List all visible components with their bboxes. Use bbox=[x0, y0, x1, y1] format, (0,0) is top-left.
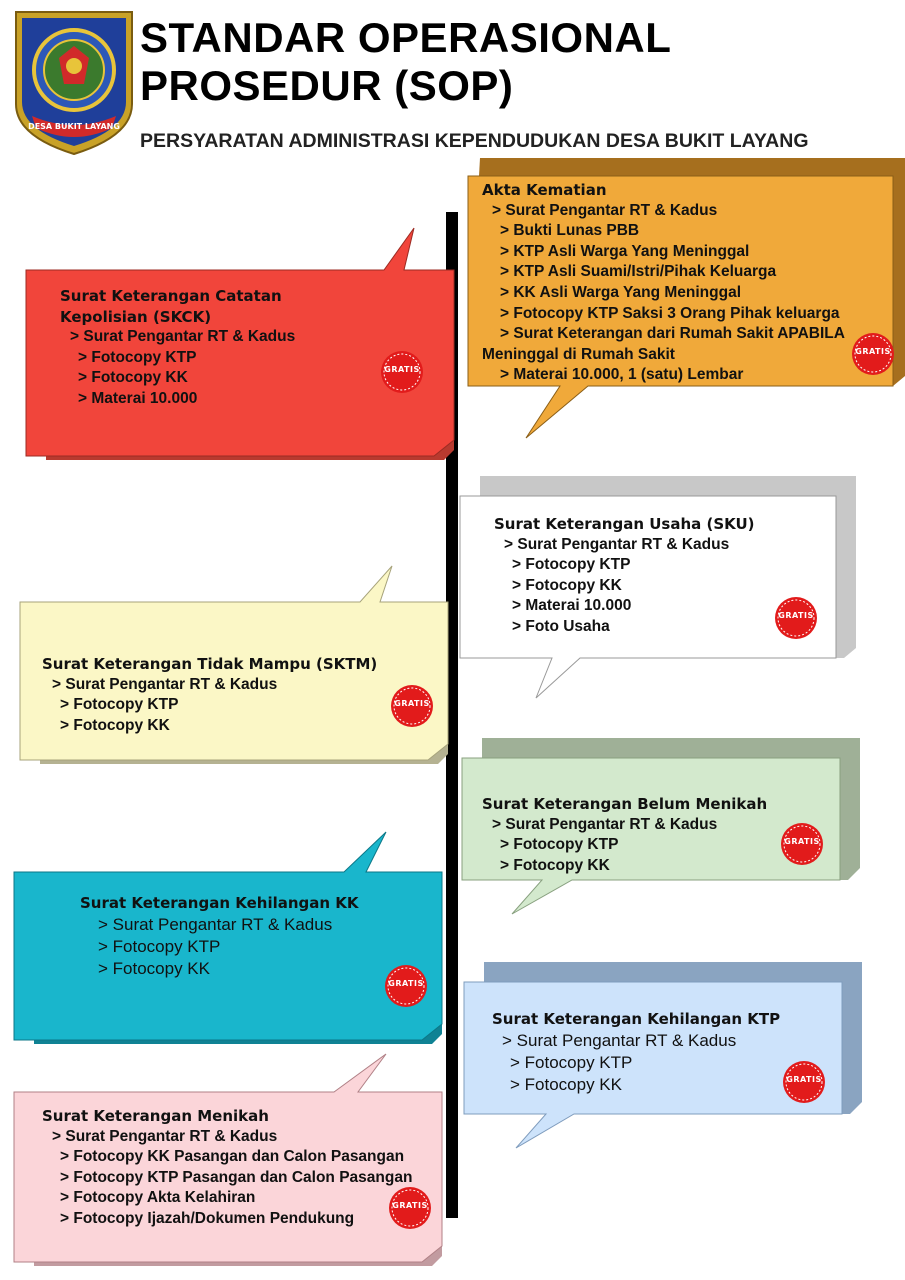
timeline-line bbox=[446, 212, 458, 1218]
list-item: > Fotocopy KTP Pasangan dan Calon Pasang… bbox=[60, 1168, 413, 1186]
page-title-line2: PROSEDUR (SOP) bbox=[140, 62, 514, 109]
callout-shape bbox=[19, 565, 449, 764]
list-item: > Fotocopy KK bbox=[512, 576, 622, 594]
list-item: > Surat Pengantar RT & Kadus bbox=[492, 201, 718, 219]
gratis-badge: GRATIS bbox=[388, 1186, 432, 1230]
list-item: > Fotocopy KK bbox=[60, 716, 170, 734]
card-akta-kematian: Akta Kematian > Surat Pengantar RT & Kad… bbox=[467, 158, 905, 443]
callout-shape bbox=[459, 476, 856, 699]
card-kehilangan-kk: Surat Keterangan Kehilangan KK > Surat P… bbox=[13, 831, 443, 1044]
list-item: > Fotocopy KTP bbox=[500, 836, 619, 854]
card-title: Surat Keterangan Kehilangan KTP bbox=[492, 1010, 781, 1028]
list-item: > Fotocopy KK Pasangan dan Calon Pasanga… bbox=[60, 1148, 405, 1166]
list-item: > Fotocopy KTP bbox=[78, 348, 197, 366]
card-belum-menikah: Surat Keterangan Belum Menikah > Surat P… bbox=[461, 738, 860, 915]
badge-shape bbox=[391, 685, 433, 727]
list-item: > Materai 10.000 bbox=[78, 389, 198, 407]
gratis-badge: GRATIS bbox=[390, 684, 434, 728]
badge-label: GRATIS bbox=[855, 347, 891, 356]
list-item: > Fotocopy Akta Kelahiran bbox=[60, 1189, 256, 1207]
card-menikah: Surat Keterangan Menikah > Surat Pengant… bbox=[13, 1053, 443, 1266]
badge-shape bbox=[852, 333, 894, 375]
badge-label: GRATIS bbox=[778, 611, 814, 620]
card-skck: Surat Keterangan Catatan Kepolisian (SKC… bbox=[25, 227, 455, 460]
list-item: > Surat Pengantar RT & Kadus bbox=[98, 915, 333, 934]
list-item: > Fotocopy KK bbox=[510, 1075, 622, 1094]
list-item: > Surat Pengantar RT & Kadus bbox=[52, 675, 278, 693]
list-item: > Fotocopy KK bbox=[98, 959, 210, 978]
card-title: Surat Keterangan Menikah bbox=[42, 1107, 269, 1125]
callout-shape bbox=[13, 1053, 443, 1266]
logo-text: DESA BUKIT LAYANG bbox=[28, 122, 120, 131]
badge-label: GRATIS bbox=[392, 1201, 428, 1210]
list-item: > Fotocopy KTP bbox=[98, 937, 221, 956]
list-item: > Surat Pengantar RT & Kadus bbox=[502, 1031, 737, 1050]
card-kehilangan-ktp: Surat Keterangan Kehilangan KTP > Surat … bbox=[463, 962, 862, 1149]
card-title: Akta Kematian bbox=[482, 181, 607, 199]
village-logo: DESA BUKIT LAYANG bbox=[15, 11, 133, 156]
list-item: > Fotocopy KK bbox=[500, 856, 610, 874]
list-item: > Surat Keterangan dari Rumah Sakit APAB… bbox=[500, 325, 845, 343]
gratis-badge: GRATIS bbox=[782, 1060, 826, 1104]
badge-shape bbox=[389, 1187, 431, 1229]
badge-shape bbox=[775, 597, 817, 639]
callout-shape bbox=[25, 227, 455, 460]
list-item: > KTP Asli Warga Yang Meninggal bbox=[500, 242, 750, 260]
list-item: > KTP Asli Suami/Istri/Pihak Keluarga bbox=[500, 263, 777, 281]
badge-shape bbox=[781, 823, 823, 865]
card-title: Surat Keterangan Tidak Mampu (SKTM) bbox=[42, 655, 378, 673]
badge-label: GRATIS bbox=[388, 979, 424, 988]
list-item: > Surat Pengantar RT & Kadus bbox=[504, 535, 730, 553]
badge-shape bbox=[783, 1061, 825, 1103]
callout-shape bbox=[467, 158, 905, 439]
list-item: > Fotocopy KTP bbox=[512, 556, 631, 574]
list-item: Meninggal di Rumah Sakit bbox=[482, 345, 675, 363]
list-item: > Surat Pengantar RT & Kadus bbox=[52, 1127, 278, 1145]
callout-shape bbox=[463, 962, 862, 1149]
gratis-badge: GRATIS bbox=[774, 596, 818, 640]
list-item: > KK Asli Warga Yang Meninggal bbox=[500, 283, 742, 301]
list-item: > Materai 10.000 bbox=[512, 597, 632, 615]
badge-label: GRATIS bbox=[786, 1075, 822, 1084]
card-title: Surat Keterangan Belum Menikah bbox=[482, 795, 768, 813]
card-sku: Surat Keterangan Usaha (SKU) > Surat Pen… bbox=[459, 476, 856, 699]
badge-label: GRATIS bbox=[394, 699, 430, 708]
gratis-badge: GRATIS bbox=[384, 964, 428, 1008]
list-item: > Fotocopy KK bbox=[78, 369, 188, 387]
list-item: > Fotocopy KTP bbox=[60, 696, 179, 714]
list-item: > Fotocopy KTP Saksi 3 Orang Pihak kelua… bbox=[500, 304, 840, 322]
badge-label: GRATIS bbox=[784, 837, 820, 846]
list-item: > Foto Usaha bbox=[512, 617, 610, 635]
gratis-badge: GRATIS bbox=[780, 822, 824, 866]
callout-shape bbox=[461, 738, 860, 915]
card-title: Surat Keterangan Catatan bbox=[60, 287, 282, 305]
page-subtitle: PERSYARATAN ADMINISTRASI KEPENDUDUKAN DE… bbox=[140, 130, 809, 152]
list-item: > Fotocopy Ijazah/Dokumen Pendukung bbox=[60, 1209, 355, 1227]
badge-label: GRATIS bbox=[384, 365, 420, 374]
page-title-line1: STANDAR OPERASIONAL bbox=[140, 14, 672, 61]
gratis-badge: GRATIS bbox=[380, 350, 424, 394]
card-title: Surat Keterangan Kehilangan KK bbox=[80, 894, 359, 912]
badge-shape bbox=[385, 965, 427, 1007]
list-item: > Surat Pengantar RT & Kadus bbox=[492, 815, 718, 833]
list-item: > Fotocopy KTP bbox=[510, 1053, 633, 1072]
badge-shape bbox=[381, 351, 423, 393]
list-item: > Materai 10.000, 1 (satu) Lembar bbox=[500, 366, 744, 384]
callout-shape bbox=[13, 831, 443, 1044]
card-title: Surat Keterangan Usaha (SKU) bbox=[494, 515, 755, 533]
gratis-badge: GRATIS bbox=[851, 332, 895, 376]
card-sktm: Surat Keterangan Tidak Mampu (SKTM) > Su… bbox=[19, 565, 449, 764]
card-title: Kepolisian (SKCK) bbox=[60, 307, 212, 326]
list-item: > Surat Pengantar RT & Kadus bbox=[70, 328, 296, 346]
page-title: STANDAR OPERASIONAL PROSEDUR (SOP) bbox=[140, 14, 880, 110]
list-item: > Bukti Lunas PBB bbox=[500, 222, 640, 240]
